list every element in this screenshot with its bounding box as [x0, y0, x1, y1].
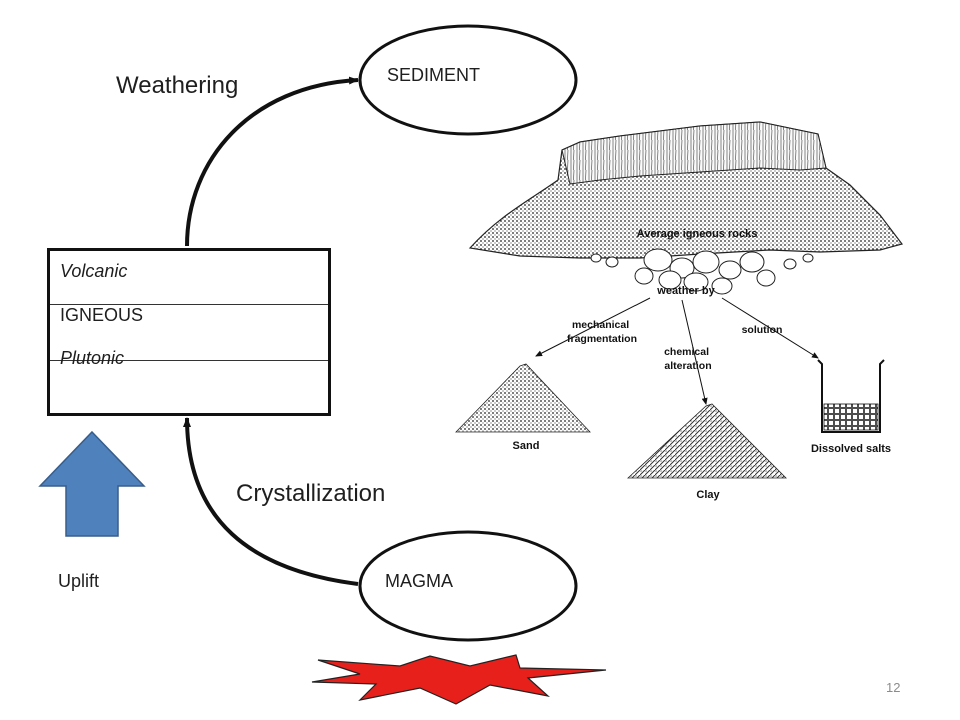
page-number: 12 — [886, 680, 901, 695]
magma-ellipse — [358, 530, 578, 642]
crystallization-label: Crystallization — [236, 480, 386, 507]
sediment-ellipse — [358, 24, 578, 136]
svg-text:chemical alteration: chemical alteration — [664, 346, 712, 372]
crystallization-arrow — [183, 417, 359, 586]
igneous-label: IGNEOUS — [60, 305, 144, 325]
weathering-label: Weathering — [116, 72, 239, 99]
solution-label: solution — [742, 324, 783, 336]
volcanic-label: Volcanic — [60, 261, 128, 281]
alteration-label: alteration — [664, 360, 711, 372]
sediment-label: SEDIMENT — [387, 65, 481, 85]
dissolved-salts-label: Dissolved salts — [811, 443, 891, 455]
clay-label: Clay — [696, 489, 720, 501]
weathering-illustration: Average igneous rocks weather by mechani… — [455, 121, 904, 501]
magma-label: MAGMA — [385, 571, 454, 591]
igneous-rock-box: Volcanic IGNEOUS Plutonic — [47, 248, 331, 416]
fragmentation-label: fragmentation — [567, 333, 637, 345]
box-divider-2 — [50, 360, 328, 361]
plutonic-label: Plutonic — [60, 348, 125, 368]
svg-text:mechanical fragmentation: mechanical fragmentation — [567, 319, 637, 345]
mechanical-label: mechanical — [572, 319, 629, 331]
illustration-title: Average igneous rocks — [637, 228, 758, 240]
weather-by-label: weather by — [656, 285, 715, 297]
heat-symbol — [311, 654, 607, 705]
uplift-label: Uplift — [58, 571, 100, 591]
weathering-arrow — [185, 76, 359, 247]
chemical-label: chemical — [664, 346, 709, 358]
sand-label: Sand — [513, 440, 540, 452]
uplift-arrow — [38, 430, 146, 537]
beaker-icon — [817, 359, 885, 433]
box-divider-1 — [50, 304, 328, 305]
clay-pile-icon — [626, 403, 787, 479]
sand-pile-icon — [455, 363, 591, 433]
